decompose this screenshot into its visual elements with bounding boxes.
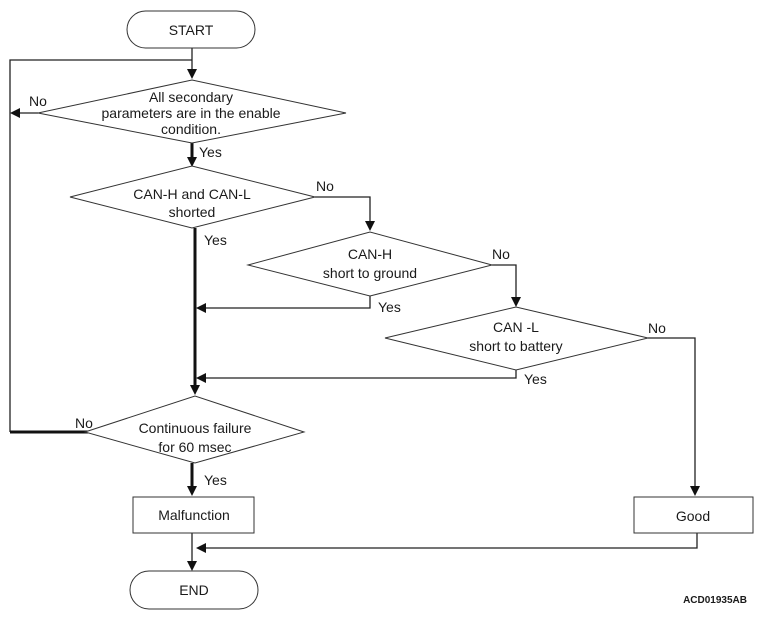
start-label: START <box>169 22 214 38</box>
process-good: Good <box>633 496 754 534</box>
decision-can-shorted: CAN-H and CAN-L shorted <box>69 165 316 229</box>
canh-ground-yes-label: Yes <box>378 299 401 315</box>
continuous-yes-label: Yes <box>204 472 227 488</box>
can-shorted-no-label: No <box>316 178 334 194</box>
canl-battery-line-1: CAN -L <box>493 319 539 335</box>
enable-line-3: condition. <box>161 121 221 137</box>
end-terminator: END <box>129 570 259 610</box>
process-malfunction: Malfunction <box>132 496 255 534</box>
start-terminator: START <box>126 10 256 49</box>
decision-continuous-failure: Continuous failure for 60 msec <box>83 395 306 464</box>
can-shorted-line-1: CAN-H and CAN-L <box>133 186 251 202</box>
continuous-line-1: Continuous failure <box>139 420 252 436</box>
can-shorted-line-2: shorted <box>169 204 216 220</box>
connectors <box>9 48 700 571</box>
enable-no-label: No <box>29 93 47 109</box>
branch-labels: No Yes No Yes No Yes No Yes No Yes <box>29 93 666 488</box>
canl-battery-no-label: No <box>648 320 666 336</box>
canh-ground-line-2: short to ground <box>323 265 417 281</box>
canl-battery-yes-label: Yes <box>524 371 547 387</box>
enable-line-2: parameters are in the enable <box>102 105 281 121</box>
end-label: END <box>179 582 209 598</box>
canh-ground-no-label: No <box>492 246 510 262</box>
continuous-line-2: for 60 msec <box>158 439 231 455</box>
canl-battery-line-2: short to battery <box>469 338 562 354</box>
decision-enable-condition: All secondary parameters are in the enab… <box>37 79 347 144</box>
decision-canh-ground: CAN-H short to ground <box>246 231 494 297</box>
good-label: Good <box>676 508 710 524</box>
enable-line-1: All secondary <box>149 89 233 105</box>
enable-yes-label: Yes <box>199 144 222 160</box>
malfunction-label: Malfunction <box>158 507 230 523</box>
figure-code: ACD01935AB <box>683 595 747 606</box>
continuous-no-label: No <box>75 415 93 431</box>
decision-canl-battery: CAN -L short to battery <box>384 306 649 371</box>
canh-ground-line-1: CAN-H <box>348 246 392 262</box>
can-shorted-yes-label: Yes <box>204 232 227 248</box>
